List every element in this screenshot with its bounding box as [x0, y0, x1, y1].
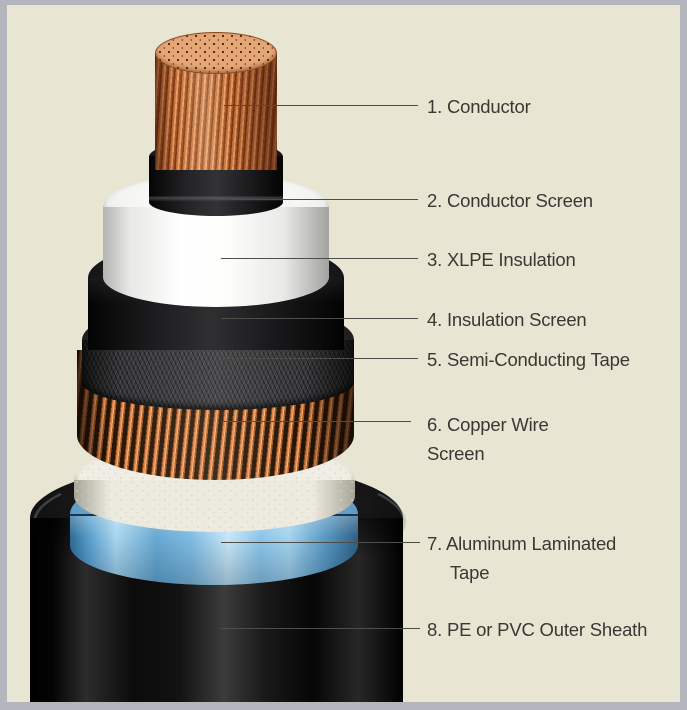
label-text: 7. Aluminum Laminated — [427, 533, 617, 554]
label-conductor: 1. Conductor — [427, 92, 531, 121]
label-text: 2. Conductor Screen — [427, 190, 593, 211]
leader-line-conductor — [224, 105, 418, 106]
semi-conducting-tape-layer — [82, 340, 354, 410]
leader-line-aluminum-tape — [221, 542, 420, 543]
leader-line-xlpe-insulation — [221, 258, 418, 259]
label-copper-wire-screen: 6. Copper Wire Screen — [427, 410, 549, 468]
label-semi-conducting-tape: 5. Semi-Conducting Tape — [427, 345, 630, 374]
cable-illustration: 1. Conductor 2. Conductor Screen 3. XLPE… — [7, 5, 680, 702]
label-text: Tape — [450, 562, 490, 583]
label-xlpe-insulation: 3. XLPE Insulation — [427, 245, 576, 274]
label-insulation-screen: 4. Insulation Screen — [427, 305, 587, 334]
label-aluminum-tape: 7. Aluminum Laminated Tape — [427, 529, 616, 587]
leader-line-insulation-screen — [221, 318, 418, 319]
label-outer-sheath: 8. PE or PVC Outer Sheath — [427, 615, 647, 644]
label-conductor-screen: 2. Conductor Screen — [427, 186, 593, 215]
leader-line-semi-conducting-tape — [221, 358, 418, 359]
label-text: 3. XLPE Insulation — [427, 249, 576, 270]
label-text: 5. Semi-Conducting Tape — [427, 349, 630, 370]
leader-line-conductor-screen — [219, 199, 418, 200]
leader-line-outer-sheath — [221, 628, 420, 629]
xlpe-insulation-layer — [103, 207, 329, 307]
label-text: 4. Insulation Screen — [427, 309, 587, 330]
leader-line-copper-wire-screen — [221, 421, 411, 422]
label-text: 6. Copper Wire — [427, 414, 549, 435]
label-text: 1. Conductor — [427, 96, 531, 117]
figure-panel: 1. Conductor 2. Conductor Screen 3. XLPE… — [7, 5, 680, 702]
conductor-top-face — [155, 32, 277, 74]
label-text: Screen — [427, 443, 485, 464]
label-text: 8. PE or PVC Outer Sheath — [427, 619, 648, 640]
